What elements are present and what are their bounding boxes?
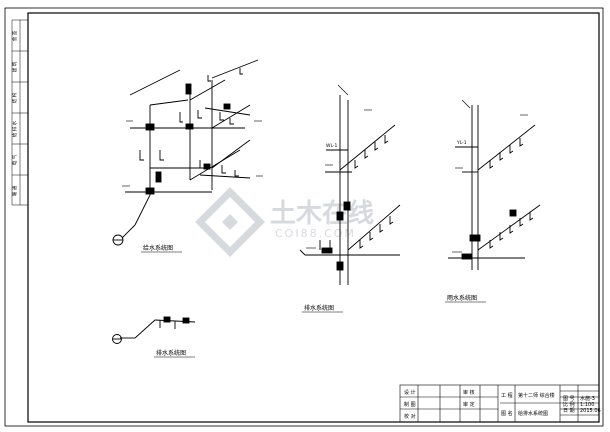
strip-cell-5: 电 气 — [11, 154, 18, 165]
strip-cell-3: 结 构 — [11, 92, 18, 103]
strip-cell-1: 会 签 — [11, 30, 18, 41]
supply-system-diagram — [112, 59, 263, 246]
title-scale: 1:100 — [580, 402, 594, 408]
title-drawing-no-label: 图 号 — [563, 396, 575, 402]
title-drawing-no: 水施-3 — [580, 395, 595, 402]
title-project-label: 工 程 — [501, 392, 513, 399]
small-drain-system-caption: 排水系统图 — [156, 349, 186, 357]
small-drain-system-diagram — [112, 316, 196, 344]
title-designer-label: 设 计 — [404, 389, 416, 396]
inner-border — [27, 12, 600, 423]
title-scale-label: 比 例 — [563, 401, 575, 408]
title-date: 2015.06 — [580, 408, 601, 414]
left-signature-strip: 会 签 建 筑 结 构 给 排 水 电 气 暖 通 — [11, 19, 28, 206]
title-checker-label: 校 对 — [404, 413, 416, 420]
drain-system-caption: 排水系统图 — [304, 304, 334, 312]
pipe-tag-wl1: WL-1 — [326, 143, 338, 149]
outer-border — [4, 7, 604, 427]
supply-system-caption: 给水系统图 — [143, 244, 173, 252]
title-project-name: 第十二师 综合楼 — [518, 392, 555, 399]
title-drawer-label: 制 图 — [404, 401, 416, 408]
rain-system-caption: 雨水系统图 — [447, 294, 477, 302]
pipe-tag-yl1: YL-1 — [456, 140, 467, 146]
strip-cell-2: 建 筑 — [11, 61, 18, 72]
title-date-label: 日 期 — [563, 408, 575, 414]
strip-cell-4: 给 排 水 — [11, 120, 18, 137]
title-drawing-name: 给排水系统图 — [518, 410, 548, 417]
watermark-sub-text: COI88.COM — [275, 227, 356, 240]
drain-system-diagram — [299, 84, 401, 285]
watermark-main-text: 土木在线 — [270, 199, 374, 229]
title-approver-label: 审 定 — [463, 401, 475, 408]
rain-system-diagram — [448, 99, 541, 270]
title-block — [399, 384, 600, 423]
title-drawing-label: 图 名 — [501, 410, 513, 417]
watermark-logo-icon — [195, 187, 265, 257]
title-reviewer-label: 审 核 — [463, 389, 475, 396]
strip-cell-6: 暖 通 — [11, 185, 18, 196]
watermark: 土木在线 COI88.COM — [195, 187, 374, 257]
